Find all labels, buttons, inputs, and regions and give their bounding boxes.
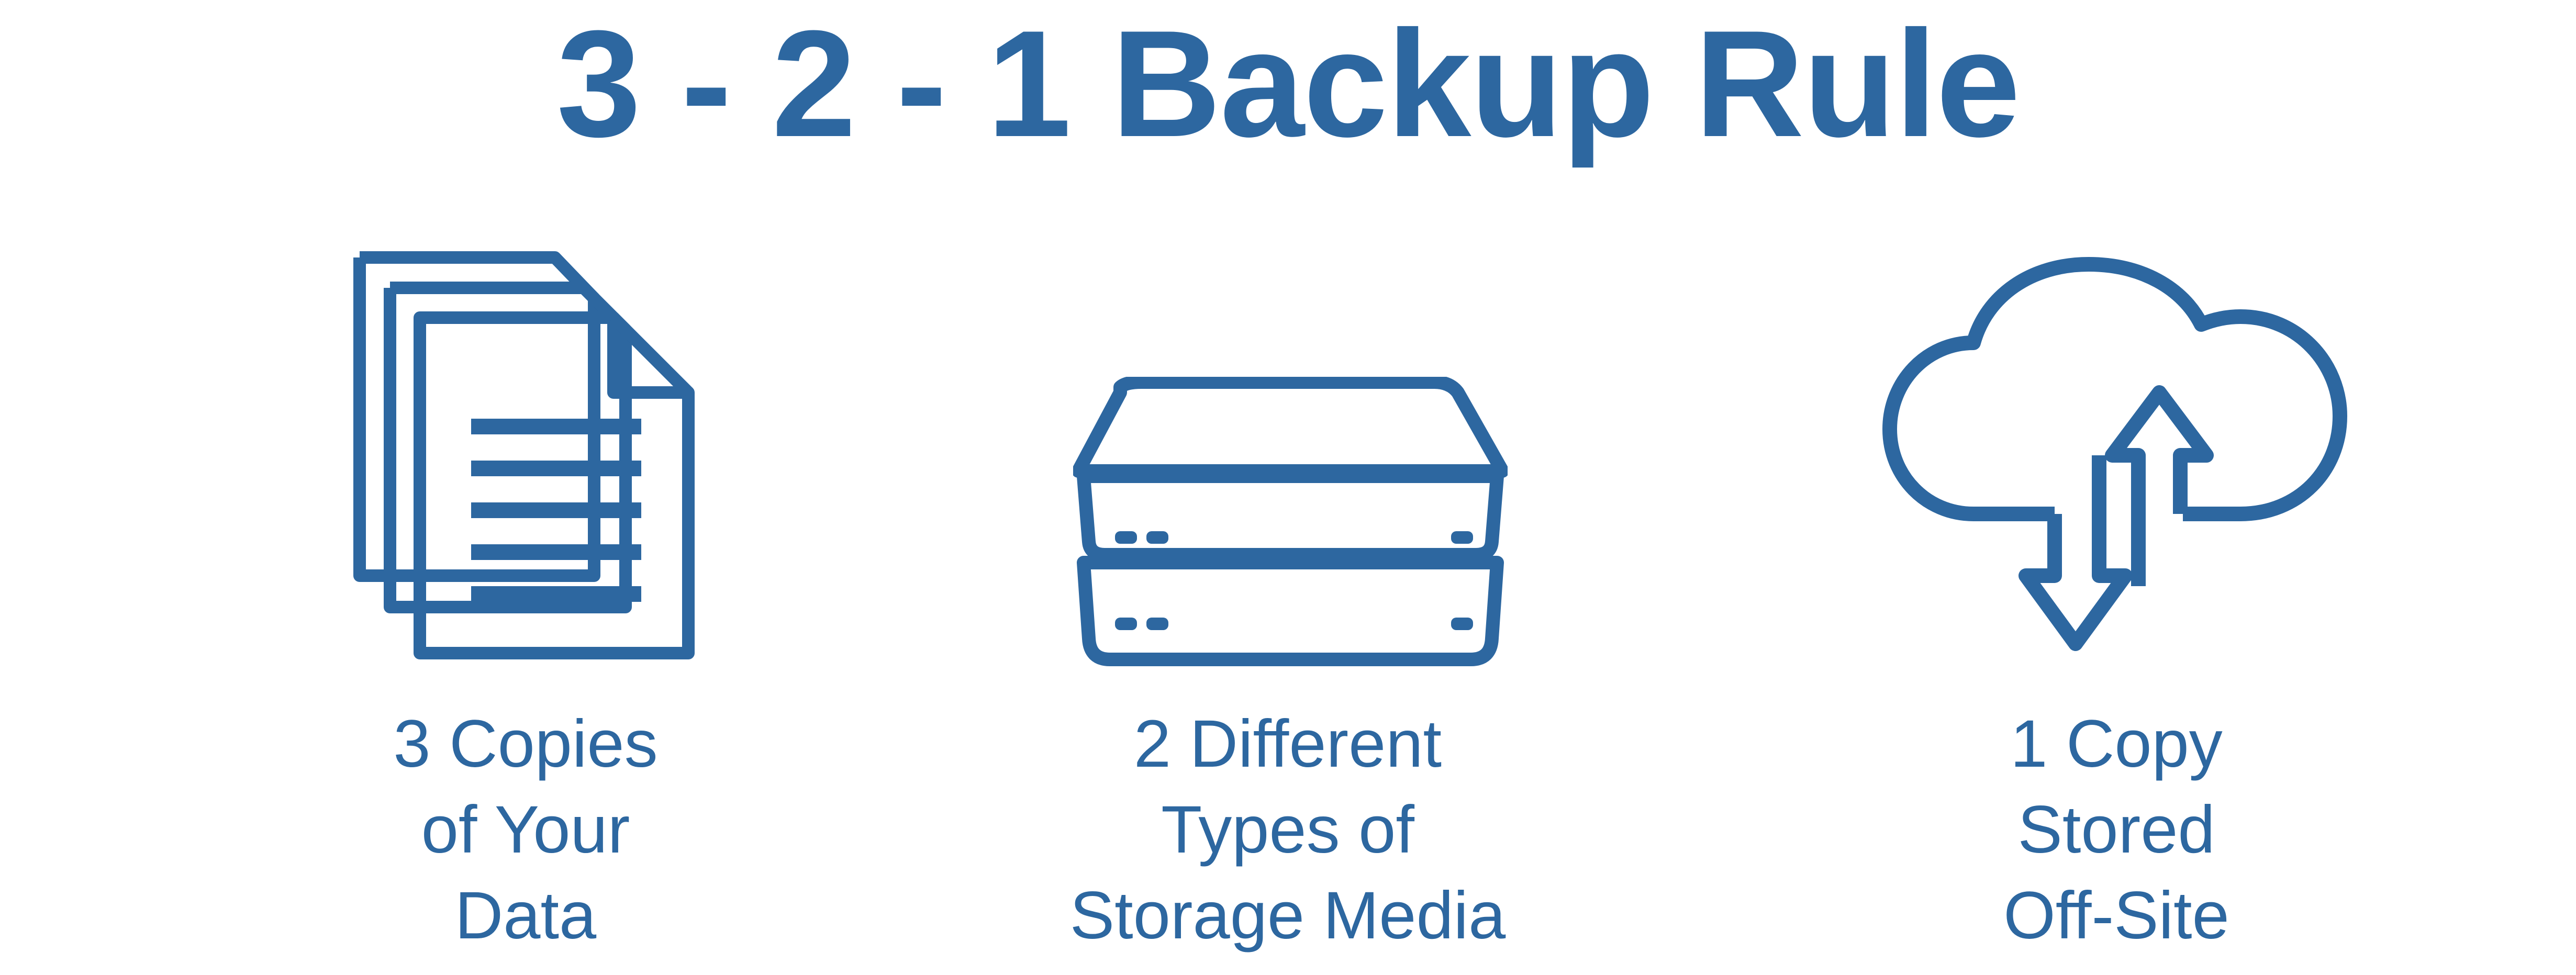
caption-media: 2 Different Types of Storage Media <box>947 701 1628 959</box>
caption-line: Storage Media <box>1069 878 1506 953</box>
cloud-sync-icon <box>1879 238 2377 673</box>
caption-line: 1 Copy <box>2010 707 2223 781</box>
caption-offsite: 1 Copy Stored Off-Site <box>1776 701 2457 959</box>
caption-line: 2 Different <box>1133 707 1442 781</box>
storage-drives-icon <box>1073 377 1508 670</box>
caption-line: Data <box>454 878 597 953</box>
caption-line: 3 Copies <box>393 707 658 781</box>
caption-line: Stored <box>2017 792 2215 867</box>
page-title: 3 - 2 - 1 Backup Rule <box>556 0 2020 169</box>
caption-line: of Your <box>421 792 630 867</box>
caption-line: Off-Site <box>2003 878 2229 953</box>
caption-copies: 3 Copies of Your Data <box>185 701 866 959</box>
caption-line: Types of <box>1161 792 1414 867</box>
documents-icon <box>353 251 700 659</box>
